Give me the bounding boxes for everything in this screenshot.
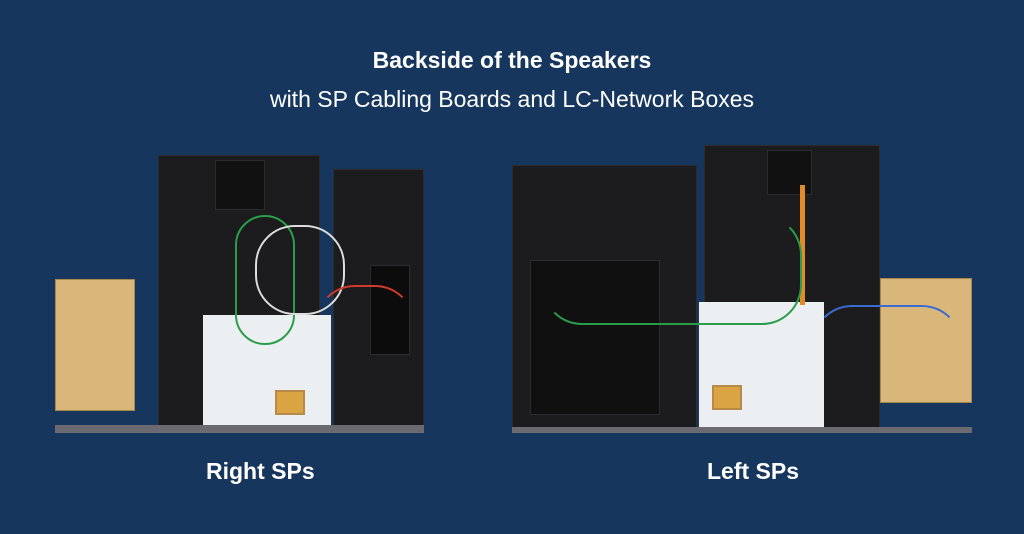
slide-title: Backside of the Speakers (372, 47, 652, 73)
right-speakers-photo (55, 155, 424, 433)
left-speakers-caption: Left SPs (707, 458, 800, 484)
slide-subtitle: with SP Cabling Boards and LC-Network Bo… (269, 86, 755, 112)
left-speakers-photo (512, 145, 972, 433)
right-speakers-caption: Right SPs (206, 458, 315, 484)
